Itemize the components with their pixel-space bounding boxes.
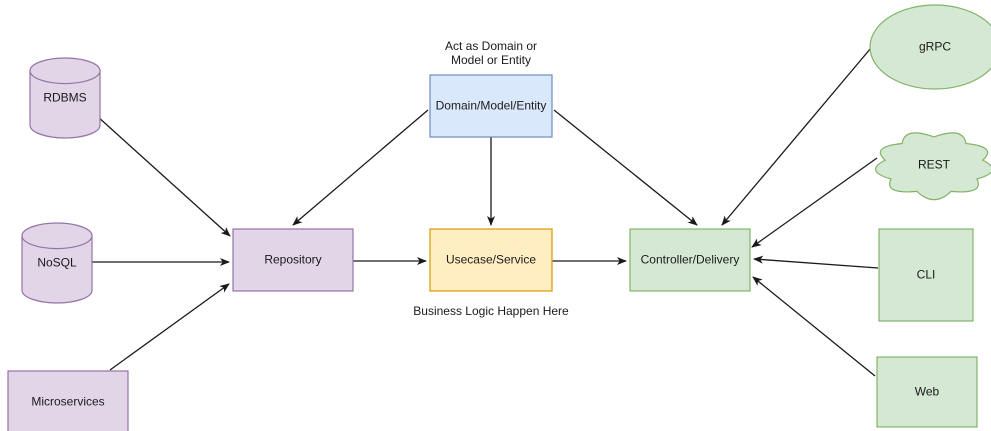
annotation-usecase-note: Business Logic Happen Here bbox=[413, 304, 569, 318]
rdbms-body bbox=[29, 70, 101, 139]
nodes-layer: RDBMS NoSQL Microservices Repository Usecase… bbox=[7, 4, 991, 431]
microservices-shape bbox=[7, 370, 129, 431]
node-controller[interactable]: Controller/Delivery bbox=[629, 228, 751, 292]
edge-rest-to-controller bbox=[751, 157, 878, 248]
web-shape bbox=[876, 356, 978, 428]
domain-label: Domain/Model/Entity bbox=[436, 99, 547, 113]
nosql-label: NoSQL bbox=[37, 256, 77, 270]
grpc-shape bbox=[869, 4, 991, 90]
repository-label: Repository bbox=[264, 253, 321, 267]
edge-web-to-controller bbox=[752, 276, 876, 377]
grpc-label: gRPC bbox=[919, 40, 951, 54]
domain-note-line-1: Model or Entity bbox=[451, 53, 531, 67]
nosql-body bbox=[21, 235, 93, 304]
node-usecase[interactable]: Usecase/Service bbox=[429, 228, 553, 292]
controller-shape bbox=[629, 228, 751, 292]
rdbms-label: RDBMS bbox=[43, 91, 86, 105]
edges-layer bbox=[92, 41, 879, 377]
web-label: Web bbox=[915, 385, 940, 399]
node-microservices[interactable]: Microservices bbox=[7, 370, 129, 431]
edge-domain-to-repository bbox=[292, 109, 429, 226]
domain-shape bbox=[429, 74, 553, 138]
domain-note-line-0: Act as Domain or bbox=[445, 39, 537, 53]
rdbms-top bbox=[29, 57, 101, 85]
usecase-note-line-0: Business Logic Happen Here bbox=[413, 304, 569, 318]
node-rest[interactable]: REST bbox=[875, 132, 991, 201]
node-repository[interactable]: Repository bbox=[232, 228, 354, 292]
microservices-label: Microservices bbox=[31, 395, 104, 409]
cli-label: CLI bbox=[917, 268, 936, 282]
cli-shape bbox=[878, 228, 974, 322]
nosql-top bbox=[21, 222, 93, 250]
rest-label: REST bbox=[918, 158, 951, 172]
controller-label: Controller/Delivery bbox=[641, 253, 740, 267]
edge-rdbms-to-repository bbox=[96, 115, 231, 237]
edge-grpc-to-controller bbox=[721, 41, 877, 226]
node-cli[interactable]: CLI bbox=[878, 228, 974, 322]
node-rdbms[interactable]: RDBMS bbox=[29, 57, 101, 139]
node-nosql[interactable]: NoSQL bbox=[21, 222, 93, 304]
repository-shape bbox=[232, 228, 354, 292]
usecase-label: Usecase/Service bbox=[446, 253, 536, 267]
rest-shape bbox=[875, 132, 991, 201]
node-grpc[interactable]: gRPC bbox=[869, 4, 991, 90]
node-domain[interactable]: Domain/Model/Entity bbox=[429, 74, 553, 138]
usecase-shape bbox=[429, 228, 553, 292]
edge-microservices-to-repository bbox=[109, 283, 230, 371]
edge-cli-to-controller bbox=[753, 255, 879, 269]
node-web[interactable]: Web bbox=[876, 356, 978, 428]
edge-domain-to-controller bbox=[553, 109, 698, 226]
